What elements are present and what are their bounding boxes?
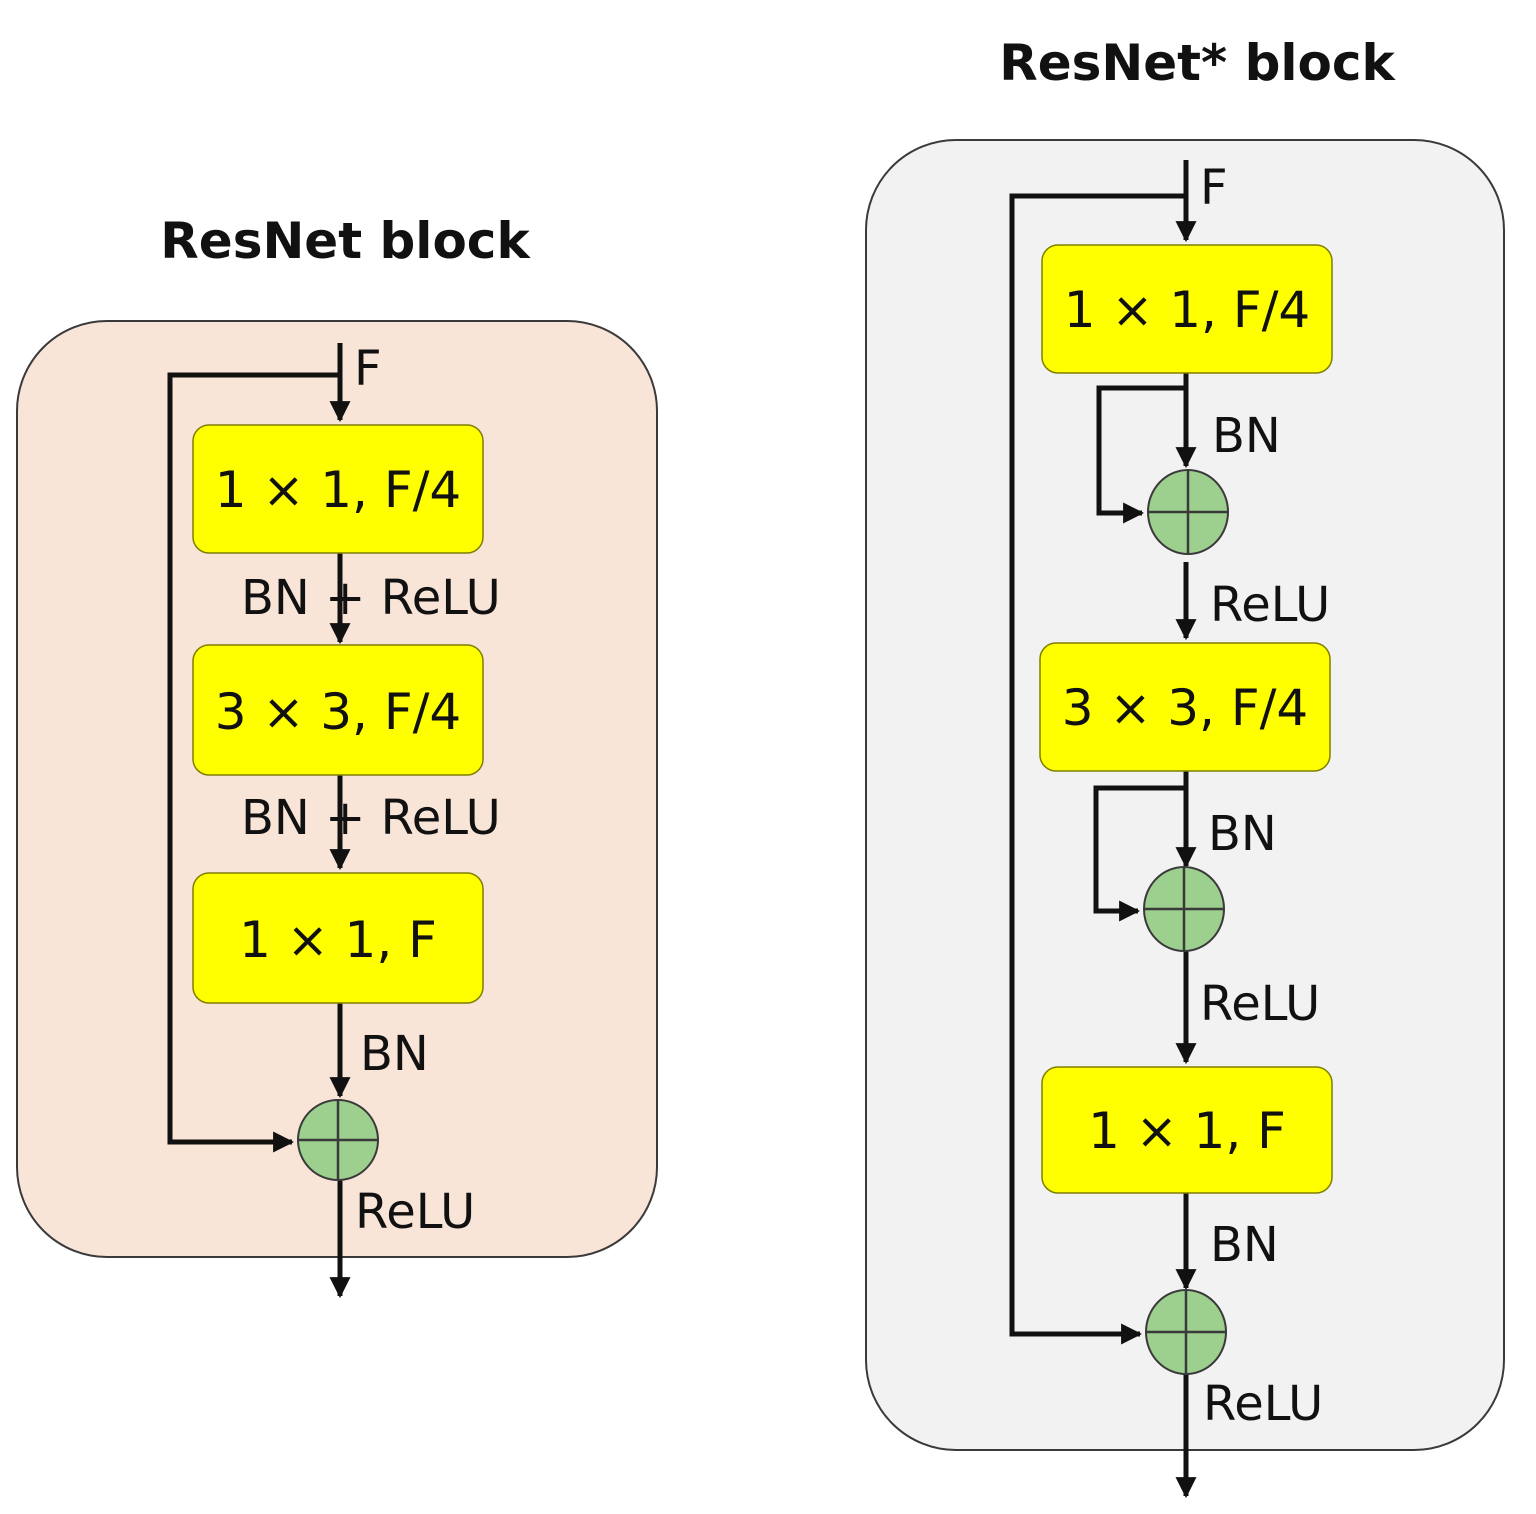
layer2-box bbox=[192, 644, 484, 776]
resnet-star-block-title: ResNet* block bbox=[999, 34, 1396, 92]
label-bn-3: BN bbox=[1210, 1217, 1279, 1273]
skip-connection bbox=[167, 372, 340, 1153]
label-relu-1: ReLU bbox=[1210, 577, 1330, 633]
add-node-icon bbox=[1145, 1289, 1227, 1375]
label-bn-3: BN bbox=[360, 1026, 429, 1082]
layer3-box bbox=[1041, 1066, 1333, 1194]
label-bn-1: BN bbox=[1212, 408, 1281, 464]
layer1-label: 1 × 1, F/4 bbox=[1064, 281, 1311, 339]
layer2-label: 3 × 3, F/4 bbox=[215, 683, 462, 741]
add-node-icon bbox=[1143, 866, 1225, 952]
layer2-label: 3 × 3, F/4 bbox=[1062, 679, 1309, 737]
resnet-star-block: ResNet* block F 1 × 1, F/4 3 × 3, F/4 1 … bbox=[865, 34, 1505, 1499]
input-label: F bbox=[354, 341, 382, 397]
outer-skip-connection bbox=[1009, 193, 1186, 1345]
label-relu-out: ReLU bbox=[355, 1184, 475, 1240]
inner-skip-connection-2 bbox=[1093, 785, 1186, 922]
layer3-label: 1 × 1, F bbox=[1088, 1102, 1286, 1160]
layer3-box bbox=[192, 872, 484, 1004]
resnet-block: ResNet block F 1 × 1, F/4 3 × 3, F/4 1 ×… bbox=[16, 212, 658, 1299]
label-bn-relu-1: BN + ReLU bbox=[241, 570, 501, 626]
layer1-label: 1 × 1, F/4 bbox=[215, 461, 462, 519]
inner-skip-connection-1 bbox=[1096, 385, 1186, 524]
resnet-block-title: ResNet block bbox=[160, 212, 531, 270]
layer3-label: 1 × 1, F bbox=[239, 911, 437, 969]
label-relu-out: ReLU bbox=[1203, 1376, 1323, 1432]
add-node-icon bbox=[297, 1099, 379, 1181]
label-bn-relu-2: BN + ReLU bbox=[241, 790, 501, 846]
layer1-box bbox=[192, 424, 484, 554]
label-relu-2: ReLU bbox=[1200, 976, 1320, 1032]
label-bn-2: BN bbox=[1208, 806, 1277, 862]
layer1-box bbox=[1041, 244, 1333, 374]
resnet-block-panel bbox=[16, 320, 658, 1258]
layer2-box bbox=[1039, 642, 1331, 772]
add-node-icon bbox=[1147, 469, 1229, 555]
input-label: F bbox=[1200, 160, 1228, 216]
